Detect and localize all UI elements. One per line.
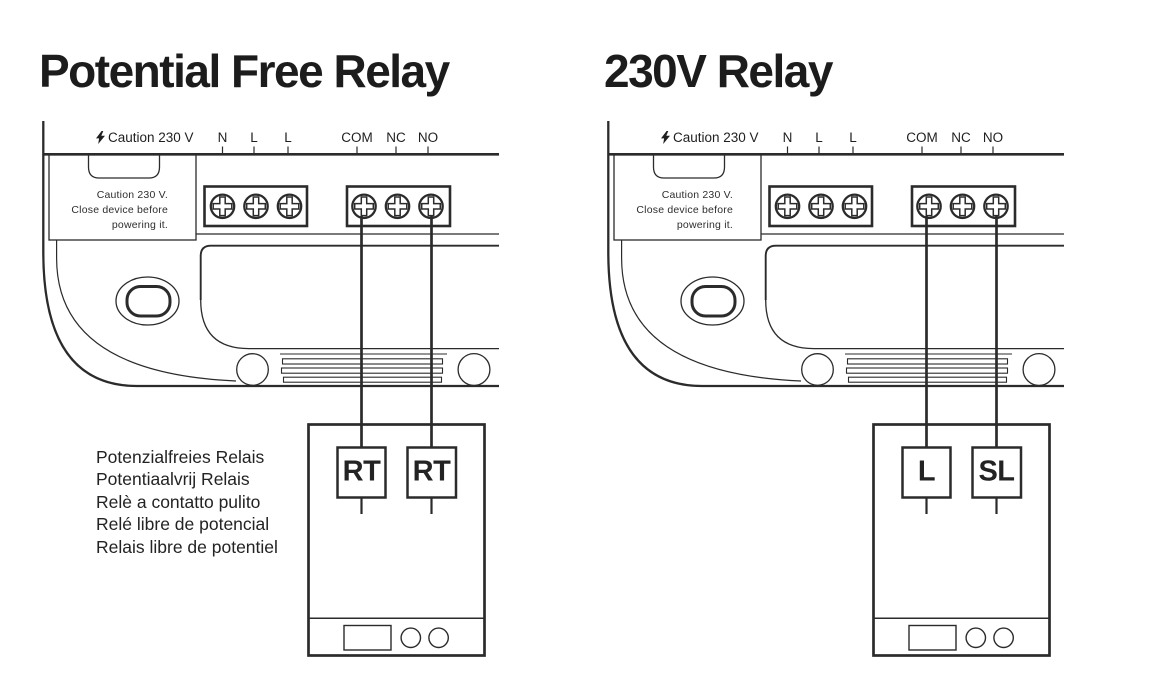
warning-line: Close device before <box>71 204 168 216</box>
caption-fr: Relais libre de potentiel <box>96 536 278 557</box>
warning-line: Close device before <box>636 204 733 216</box>
caution-230v-header: Caution 230 V <box>661 130 759 145</box>
caption-es: Relé libre de potencial <box>96 514 270 535</box>
receiver-terminal-label-rt1: RT <box>342 455 381 488</box>
terminal-label-no: NO <box>982 130 1004 145</box>
receiver-terminal-label-rt2: RT <box>412 455 451 488</box>
terminal-label-l1: L <box>250 130 258 145</box>
terminal-label-n: N <box>217 130 228 145</box>
terminal-label-no: NO <box>417 130 439 145</box>
diagram-right-overlay: Caution 230 V N L L COM NC NO Caution 23… <box>565 0 1149 691</box>
warning-line: powering it. <box>676 219 733 231</box>
warning-line: Caution 230 V. <box>661 189 733 201</box>
terminal-label-l2: L <box>849 130 857 145</box>
device-warning-note: Caution 230 V. Close device before power… <box>621 188 733 233</box>
page-title-potential-free-relay: Potential Free Relay <box>39 45 450 97</box>
lightning-bolt-icon <box>96 131 105 144</box>
terminal-label-l1: L <box>815 130 823 145</box>
terminal-label-l2: L <box>284 130 292 145</box>
page-title-230v-relay: 230V Relay <box>604 45 833 97</box>
device-warning-note: Caution 230 V. Close device before power… <box>56 188 168 233</box>
caption-de: Potenzialfreies Relais <box>96 447 265 467</box>
terminal-label-nc: NC <box>386 130 406 145</box>
caution-header-label: Caution 230 V <box>108 130 194 145</box>
multilingual-captions: Potenzialfreies Relais Potentiaalvrij Re… <box>96 446 278 558</box>
caption-it: Relè a contatto pulito <box>96 491 261 512</box>
warning-line: powering it. <box>111 219 168 231</box>
receiver-terminal-label-l: L <box>917 455 936 488</box>
caution-230v-header: Caution 230 V <box>96 130 194 145</box>
diagram-left-overlay: Caution 230 V N L L COM NC NO Caution 23… <box>56 130 451 558</box>
lightning-bolt-icon <box>661 131 670 144</box>
terminal-label-n: N <box>782 130 793 145</box>
terminal-label-nc: NC <box>951 130 971 145</box>
terminal-label-com: COM <box>341 130 373 145</box>
terminal-label-com: COM <box>906 130 938 145</box>
receiver-terminal-label-sl: SL <box>978 455 1015 488</box>
caption-nl: Potentiaalvrij Relais <box>96 469 250 490</box>
caution-header-label: Caution 230 V <box>673 130 759 145</box>
warning-line: Caution 230 V. <box>96 189 168 201</box>
